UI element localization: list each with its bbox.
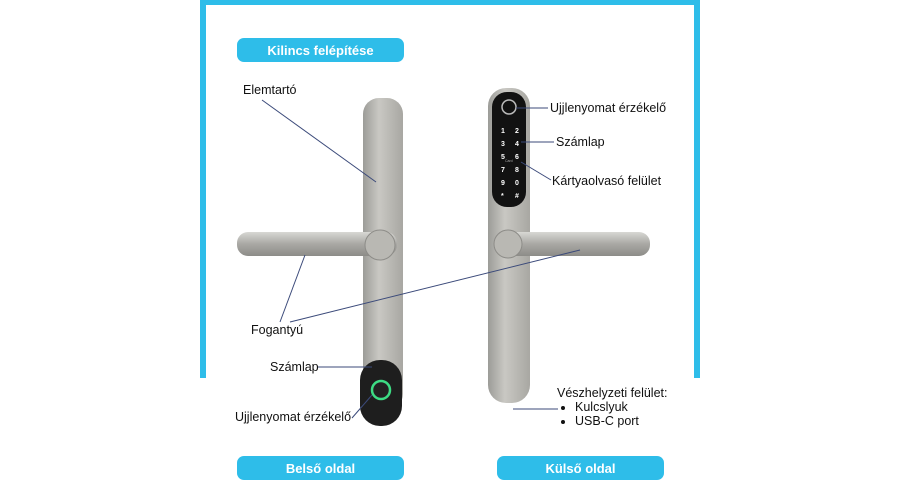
label-card-reader: Kártyaolvasó felület [552,174,662,188]
label-handle: Fogantyú [251,323,304,337]
keypad-key: 6 [515,154,519,161]
emergency-item-keyhole: Kulcslyuk [575,400,667,414]
inner-lock-plate [237,98,403,426]
label-inner-fingerprint: Ujjlenyomat érzékelő [235,410,352,424]
keypad-key: 0 [515,180,519,187]
label-outer-keypad: Számlap [556,135,605,149]
keypad-key: 3 [501,141,505,148]
label-battery-holder: Elemtartó [243,83,297,97]
outer-lock-plate: 1 2 3 4 5 6 7 8 9 0 * # Card [488,88,650,403]
emergency-interface: Vészhelyzeti felület: Kulcslyuk USB-C po… [557,386,667,428]
keypad-key: # [515,193,519,200]
frame-border-top [200,0,700,5]
keypad-key: 8 [515,167,519,174]
keypad-key: 1 [501,128,505,135]
keypad-key: * [501,193,504,200]
emergency-item-usb-c: USB-C port [575,414,667,428]
card-mark: Card [505,159,513,163]
outer-handle [495,232,650,256]
keypad-key: 9 [501,180,505,187]
keypad-key: 7 [501,167,505,174]
fingerprint-ring [370,379,392,401]
frame-border-right [694,0,700,378]
outer-keypad-panel [492,92,526,207]
keypad-key: 4 [515,141,519,148]
label-inner-keypad: Számlap [270,360,319,374]
outer-side-badge: Külső oldal [497,456,664,480]
inner-side-badge: Belső oldal [237,456,404,480]
leader-lines [261,99,581,419]
keypad-key: 5 [501,154,505,161]
emergency-title: Vészhelyzeti felület: [557,386,668,400]
label-outer-fingerprint: Ujjlenyomat érzékelő [550,101,667,115]
inner-handle [237,232,397,256]
title-badge: Kilincs felépítése [237,38,404,62]
keypad-key: 2 [515,128,519,135]
frame-border-left [200,0,206,378]
